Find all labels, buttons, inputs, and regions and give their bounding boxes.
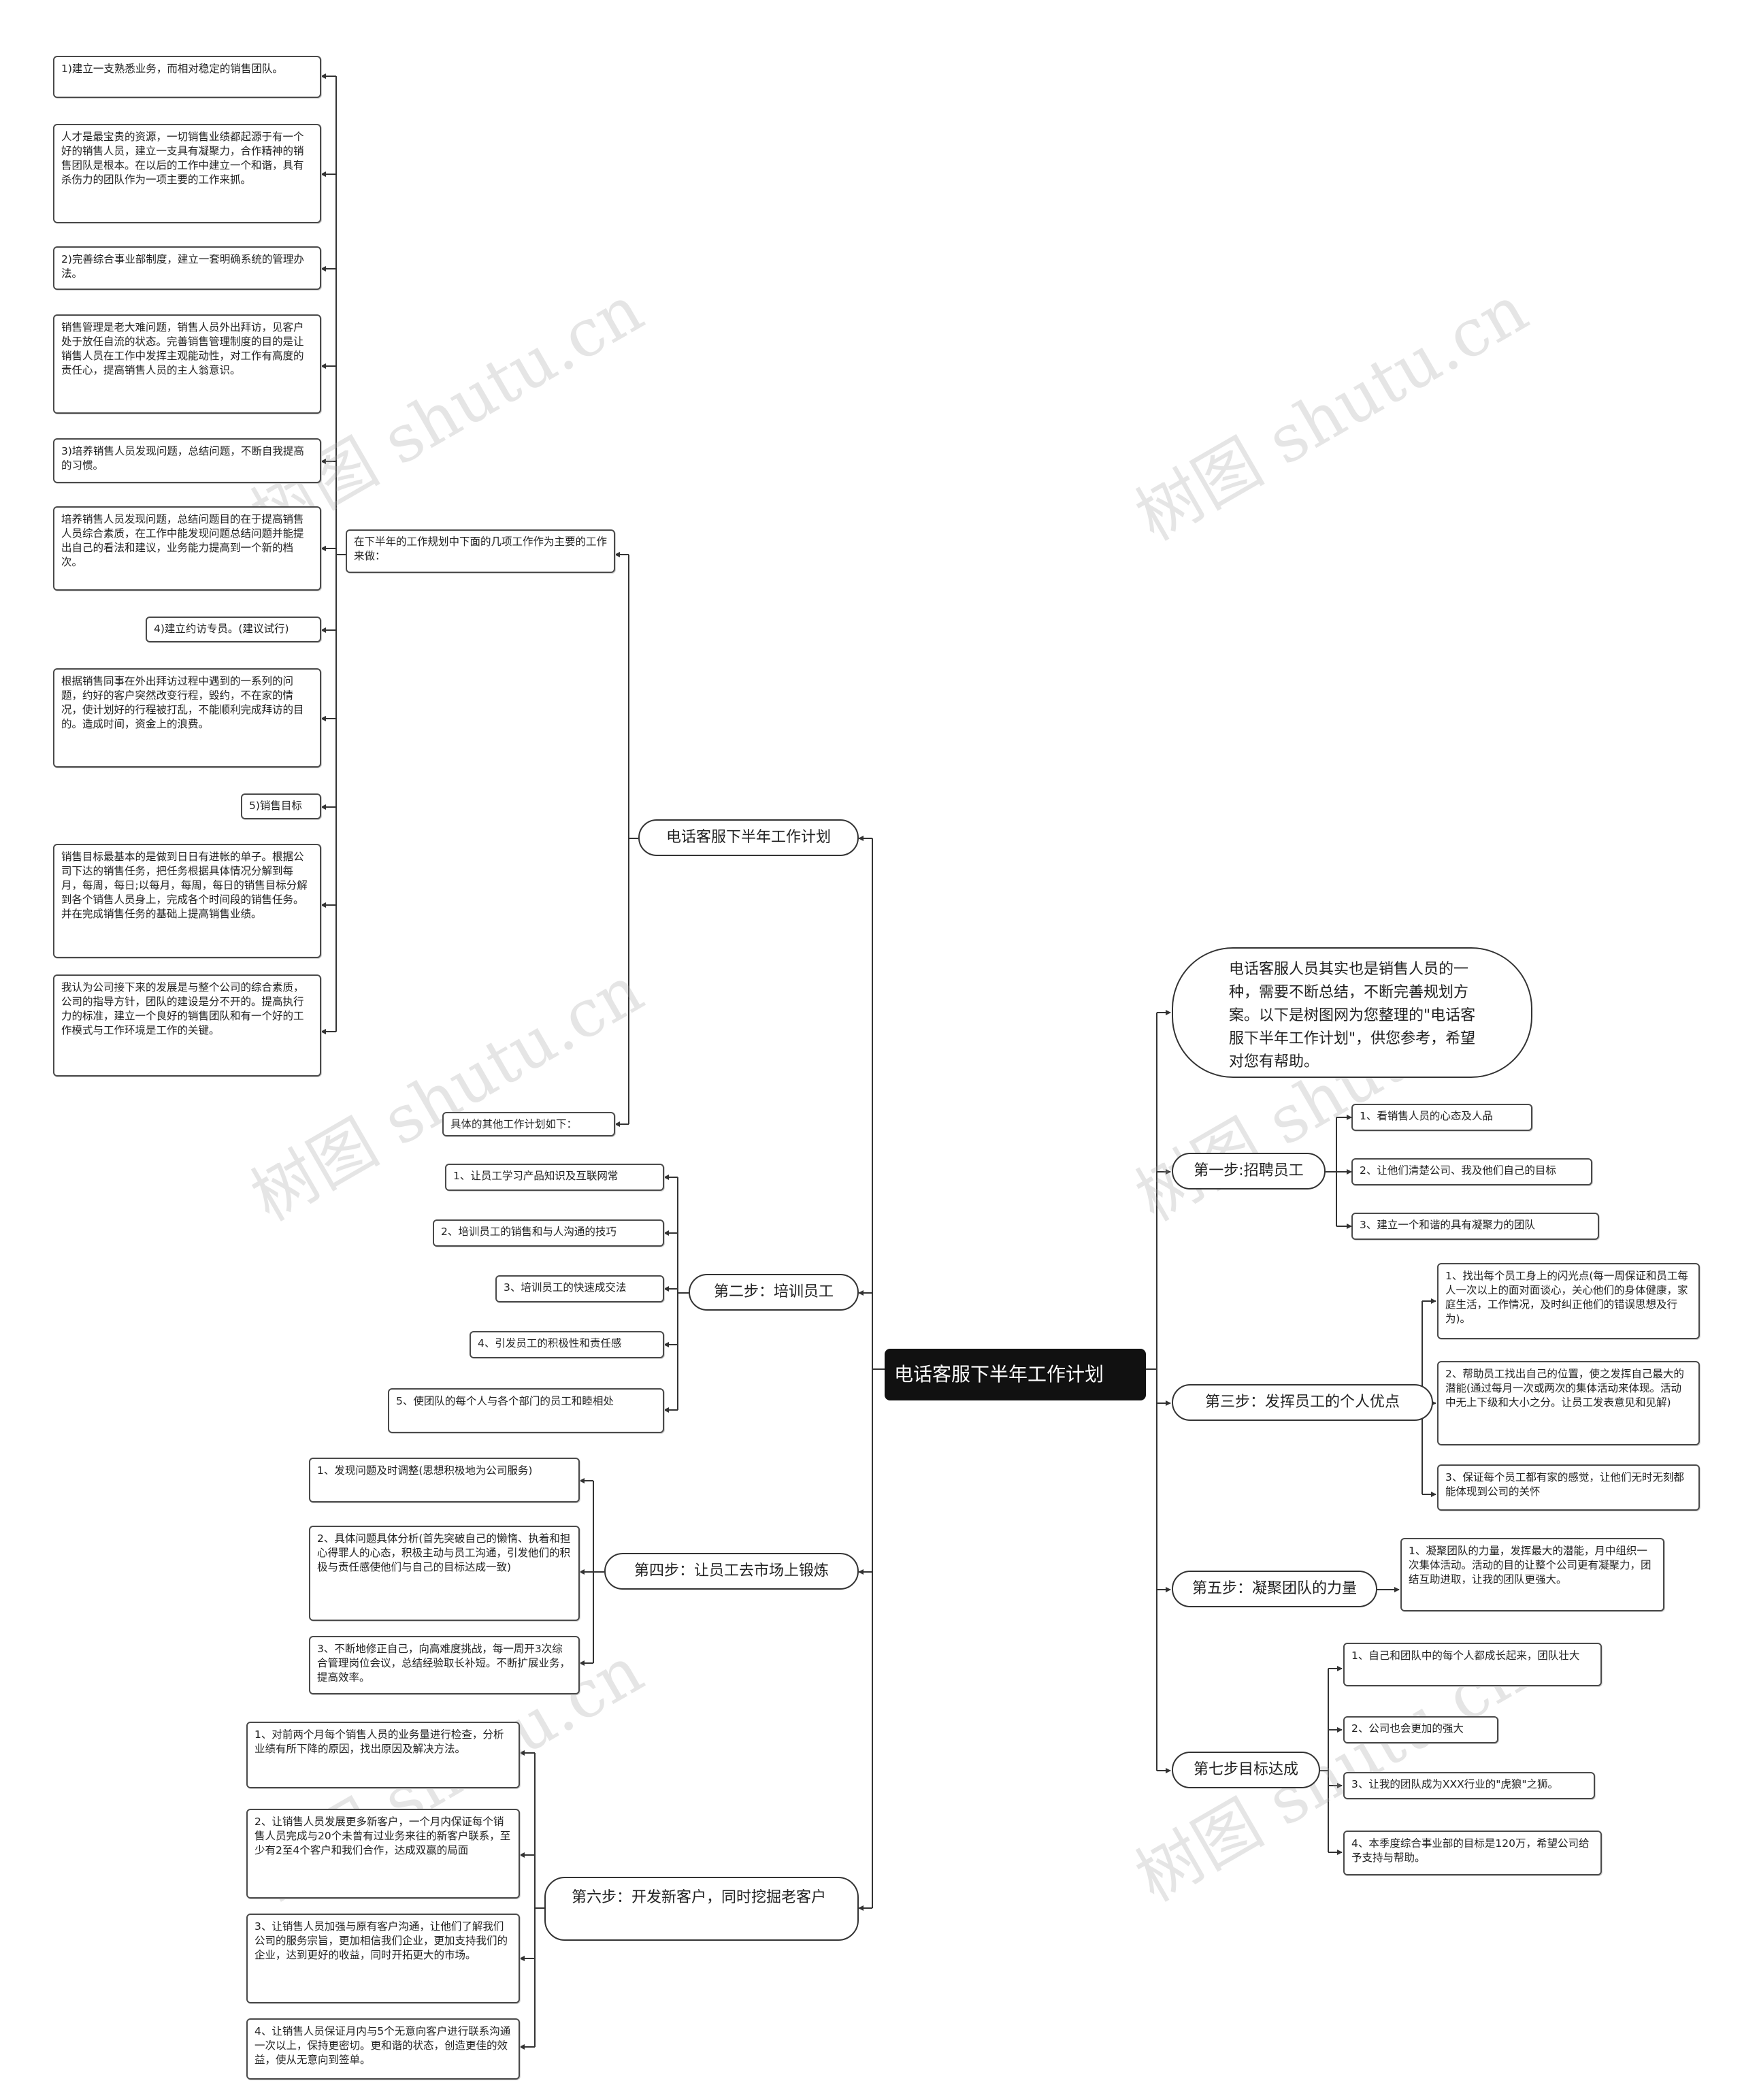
step2-item[interactable]: 1、让员工学习产品知识及互联网常: [445, 1164, 664, 1191]
plan-item[interactable]: 5)销售目标: [241, 793, 321, 819]
plan-item[interactable]: 2)完善综合事业部制度，建立一套明确系统的管理办法。: [53, 246, 321, 290]
branch-step5-cohesion[interactable]: 第五步：凝聚团队的力量: [1172, 1571, 1377, 1607]
branch-step7-goals[interactable]: 第七步目标达成: [1172, 1752, 1320, 1788]
step7-item[interactable]: 2、公司也会更加的强大: [1343, 1716, 1498, 1743]
step4-item[interactable]: 2、具体问题具体分析(首先突破自己的懒惰、执着和担心得罪人的心态，积极主动与员工…: [309, 1526, 580, 1621]
plan-item[interactable]: 我认为公司接下来的发展是与整个公司的综合素质，公司的指导方针，团队的建设是分不开…: [53, 974, 321, 1077]
branch-plan[interactable]: 电话客服下半年工作计划: [638, 819, 859, 856]
step7-item[interactable]: 3、让我的团队成为XXX行业的"虎狼"之狮。: [1343, 1772, 1595, 1799]
step2-item[interactable]: 3、培训员工的快速成交法: [495, 1275, 664, 1302]
step6-item[interactable]: 3、让销售人员加强与原有客户沟通，让他们了解我们公司的服务宗旨，更加相信我们企业…: [246, 1914, 520, 2003]
step4-item[interactable]: 1、发现问题及时调整(思想积极地为公司服务): [309, 1458, 580, 1503]
branch-step3-strengths[interactable]: 第三步：发挥员工的个人优点: [1172, 1384, 1433, 1421]
plan-item[interactable]: 根据销售同事在外出拜访过程中遇到的一系列的问题，约好的客户突然改变行程，毁约，不…: [53, 668, 321, 768]
step2-item[interactable]: 2、培训员工的销售和与人沟通的技巧: [433, 1219, 664, 1247]
step3-item[interactable]: 2、帮助员工找出自己的位置，使之发挥自己最大的潜能(通过每月一次或两次的集体活动…: [1437, 1361, 1700, 1445]
step3-item[interactable]: 1、找出每个员工身上的闪光点(每一周保证和员工每人一次以上的面对面谈心，关心他们…: [1437, 1263, 1700, 1339]
plan-sub-other-work[interactable]: 具体的其他工作计划如下：: [442, 1112, 615, 1136]
intro-topic[interactable]: 电话客服人员其实也是销售人员的一种，需要不断总结，不断完善规划方案。以下是树图网…: [1172, 947, 1532, 1078]
step6-item[interactable]: 1、对前两个月每个销售人员的业务量进行检查，分析业绩有所下降的原因，找出原因及解…: [246, 1722, 520, 1788]
branch-step1-recruit[interactable]: 第一步:招聘员工: [1172, 1153, 1326, 1190]
step2-item[interactable]: 4、引发员工的积极性和责任感: [470, 1331, 664, 1358]
step7-item[interactable]: 4、本季度综合事业部的目标是120万，希望公司给予支持与帮助。: [1343, 1831, 1602, 1875]
step1-item[interactable]: 1、看销售人员的心态及人品: [1351, 1104, 1532, 1131]
plan-item[interactable]: 4)建立约访专员。(建议试行): [146, 617, 321, 642]
step5-item[interactable]: 1、凝聚团队的力量，发挥最大的潜能，月中组织一次集体活动。活动的目的让整个公司更…: [1400, 1538, 1664, 1611]
step1-item[interactable]: 3、建立一个和谐的具有凝聚力的团队: [1351, 1213, 1599, 1240]
plan-sub-main-work[interactable]: 在下半年的工作规划中下面的几项工作作为主要的工作来做：: [346, 529, 615, 573]
step6-item[interactable]: 4、让销售人员保证月内与5个无意向客户进行联系沟通一次以上，保持更密切。更和谐的…: [246, 2018, 520, 2080]
root-topic[interactable]: 电话客服下半年工作计划: [885, 1349, 1146, 1400]
plan-item[interactable]: 培养销售人员发现问题，总结问题目的在于提高销售人员综合素质，在工作中能发现问题总…: [53, 506, 321, 591]
step4-item[interactable]: 3、不断地修正自己，向高难度挑战，每一周开3次综合管理岗位会议，总结经验取长补短…: [309, 1636, 580, 1694]
step6-item[interactable]: 2、让销售人员发展更多新客户，一个月内保证每个销售人员完成与20个未曾有过业务来…: [246, 1809, 520, 1899]
plan-item[interactable]: 3)培养销售人员发现问题，总结问题，不断自我提高的习惯。: [53, 438, 321, 483]
plan-item[interactable]: 销售目标最基本的是做到日日有进帐的单子。根据公司下达的销售任务，把任务根据具体情…: [53, 844, 321, 958]
step3-item[interactable]: 3、保证每个员工都有家的感觉，让他们无时无刻都能体现到公司的关怀: [1437, 1464, 1700, 1511]
branch-step2-training[interactable]: 第二步：培训员工: [689, 1274, 859, 1311]
step1-item[interactable]: 2、让他们清楚公司、我及他们自己的目标: [1351, 1158, 1592, 1185]
branch-step6-customers[interactable]: 第六步：开发新客户，同时挖掘老客户: [544, 1877, 859, 1941]
plan-item[interactable]: 人才是最宝贵的资源，一切销售业绩都起源于有一个好的销售人员，建立一支具有凝聚力，…: [53, 124, 321, 223]
plan-item[interactable]: 1)建立一支熟悉业务，而相对稳定的销售团队。: [53, 56, 321, 98]
plan-item[interactable]: 销售管理是老大难问题，销售人员外出拜访，见客户处于放任自流的状态。完善销售管理制…: [53, 314, 321, 414]
step7-item[interactable]: 1、自己和团队中的每个人都成长起来，团队壮大: [1343, 1643, 1602, 1686]
branch-step4-market[interactable]: 第四步：让员工去市场上锻炼: [604, 1553, 859, 1590]
step2-item[interactable]: 5、使团队的每个人与各个部门的员工和睦相处: [388, 1388, 664, 1433]
